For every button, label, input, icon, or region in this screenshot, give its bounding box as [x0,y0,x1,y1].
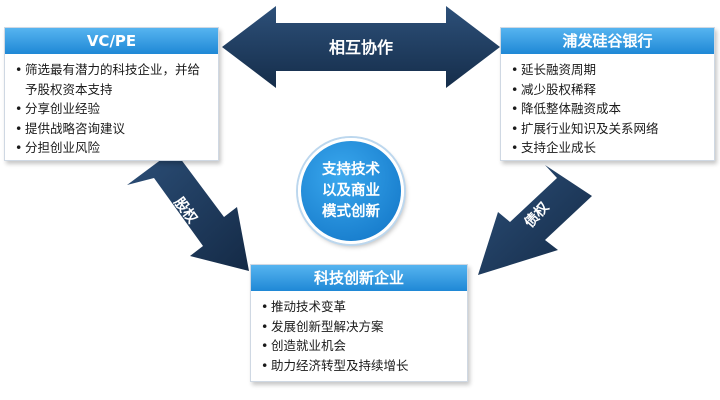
collaboration-arrow [222,6,500,88]
bank-item: 延长融资周期 [511,60,706,80]
bank-item: 降低整体融资成本 [511,99,706,119]
bank-title: 浦发硅谷银行 [501,28,714,54]
collaboration-arrow-label: 相互协作 [329,38,393,57]
bank-item: 减少股权稀释 [511,80,706,100]
center-line: 模式创新 [322,203,380,220]
enterprise-list: 推动技术变革 发展创新型解决方案 创造就业机会 助力经济转型及持续增长 [251,291,467,379]
vcpe-item: 提供战略咨询建议 [15,119,210,139]
enterprise-item: 推动技术变革 [261,297,459,317]
enterprise-box: 科技创新企业 推动技术变革 发展创新型解决方案 创造就业机会 助力经济转型及持续… [250,264,468,382]
vcpe-box: VC/PE 筛选最有潜力的科技企业，并给予股权资本支持 分享创业经验 提供战略咨… [4,27,219,161]
bank-item: 支持企业成长 [511,138,706,158]
vcpe-item: 分享创业经验 [15,99,210,119]
bank-item: 扩展行业知识及关系网络 [511,119,706,139]
enterprise-item: 创造就业机会 [261,336,459,356]
debt-arrow [478,165,592,275]
equity-arrow [127,150,249,271]
enterprise-item: 发展创新型解决方案 [261,317,459,337]
vcpe-item: 分担创业风险 [15,138,210,158]
bank-box: 浦发硅谷银行 延长融资周期 减少股权稀释 降低整体融资成本 扩展行业知识及关系网… [500,27,715,161]
center-circle: 支持技术 以及商业 模式创新 [298,138,404,244]
enterprise-item: 助力经济转型及持续增长 [261,356,459,376]
enterprise-title: 科技创新企业 [251,265,467,291]
center-line: 支持技术 [322,161,380,178]
vcpe-list: 筛选最有潜力的科技企业，并给予股权资本支持 分享创业经验 提供战略咨询建议 分担… [5,54,218,162]
center-line: 以及商业 [322,182,380,199]
vcpe-item: 筛选最有潜力的科技企业，并给予股权资本支持 [15,60,210,99]
center-text: 支持技术 以及商业 模式创新 [322,160,380,223]
bank-list: 延长融资周期 减少股权稀释 降低整体融资成本 扩展行业知识及关系网络 支持企业成… [501,54,714,162]
vcpe-title: VC/PE [5,28,218,54]
